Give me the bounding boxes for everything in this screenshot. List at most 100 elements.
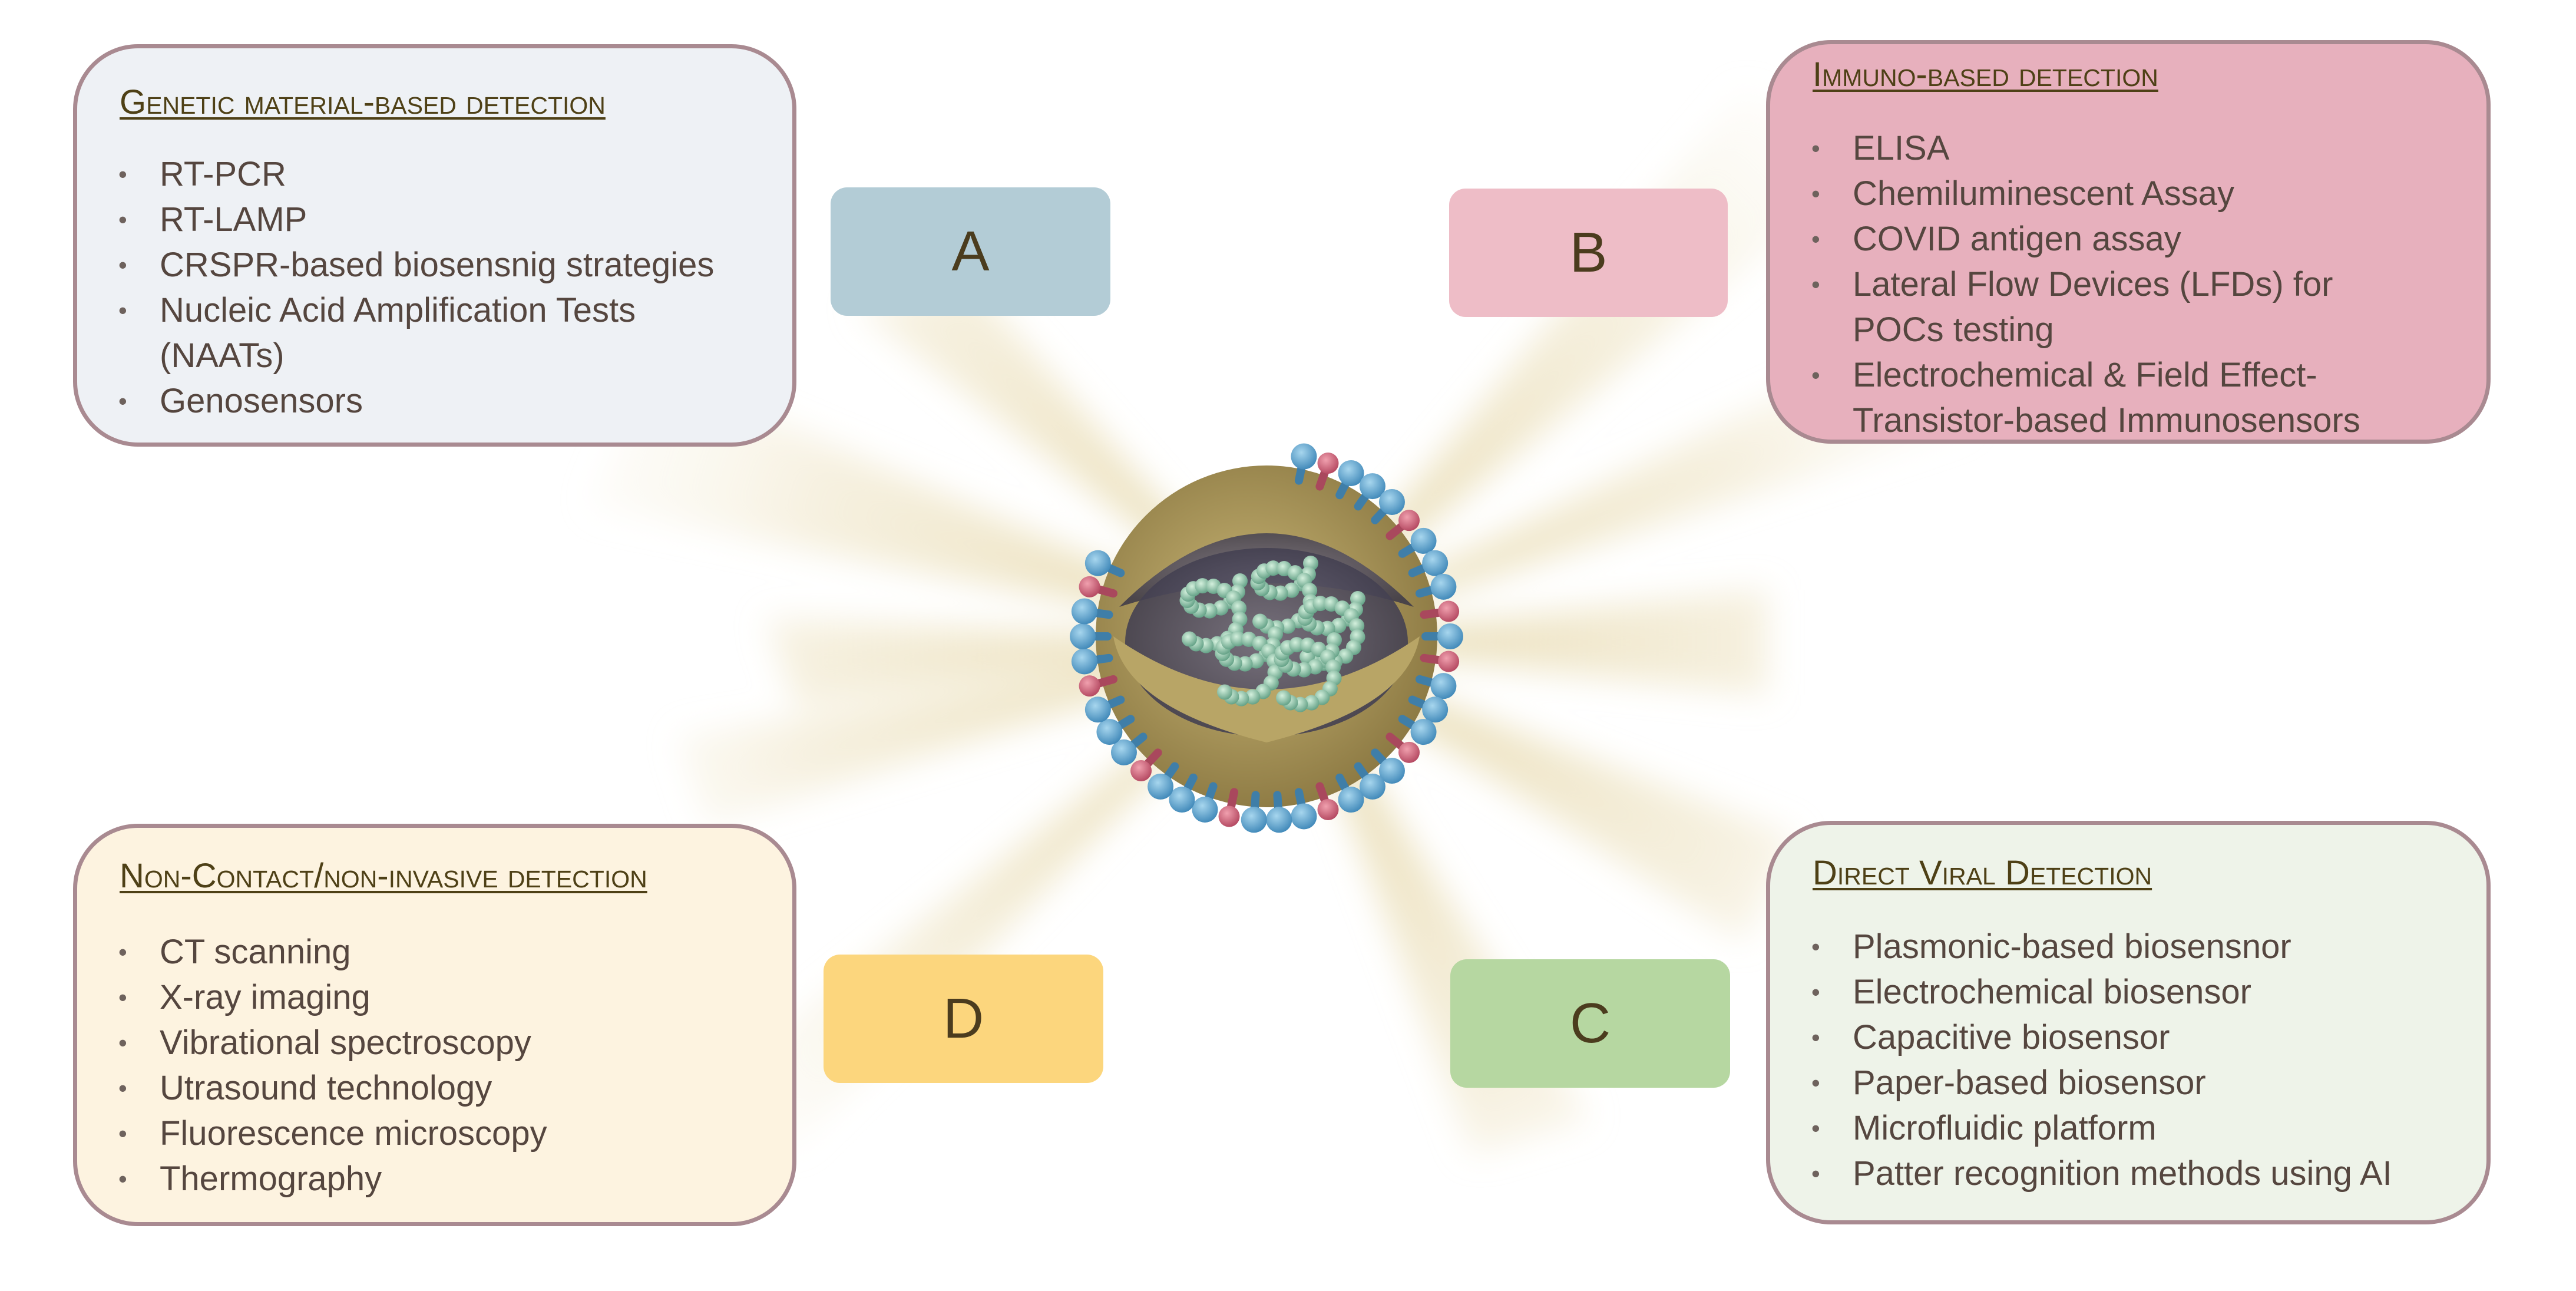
spike-head-red — [1317, 798, 1339, 820]
spike-head-blue — [1338, 787, 1364, 813]
bullet-dot-icon: • — [118, 160, 127, 188]
list-item: •RT-PCR — [118, 151, 714, 197]
letter-box-c: C — [1450, 959, 1730, 1088]
rna-bead — [1302, 583, 1318, 599]
spike-head-blue — [1071, 648, 1097, 675]
spike-head-blue — [1430, 573, 1457, 600]
bullet-dot-icon: • — [1811, 933, 1820, 960]
list-item: •Electrochemical biosensor — [1811, 969, 2392, 1015]
spike-head-blue — [1437, 623, 1463, 649]
list-item: •Nucleic Acid Amplification Tests — [118, 288, 714, 333]
spike-head-blue — [1291, 803, 1317, 830]
list-item: •Microfluidic platform — [1811, 1105, 2392, 1151]
panel-title: Non-Contact/non-invasive detection — [120, 857, 647, 895]
rna-bead — [1195, 578, 1211, 594]
spike-head-blue — [1410, 527, 1437, 554]
list-item: •X-ray imaging — [118, 975, 547, 1020]
list-item: •Genosensors — [118, 378, 714, 424]
bullet-dot-icon: • — [1811, 134, 1820, 162]
ray-right — [1284, 589, 1767, 695]
list-item: •Fluorescence microscopy — [118, 1111, 547, 1156]
rna-bead — [1265, 560, 1281, 576]
list-item: •ELISA — [1811, 126, 2360, 171]
bullet-dot-icon: • — [1811, 1023, 1820, 1051]
rna-bead — [1280, 618, 1296, 634]
spike-head-blue — [1084, 696, 1111, 723]
bullet-dot-icon: • — [1811, 180, 1820, 207]
bullet-dot-icon: • — [1811, 978, 1820, 1006]
list-item: •Vibrational spectroscopy — [118, 1020, 547, 1065]
rna-bead — [1289, 637, 1305, 653]
bullet-dot-icon: • — [118, 1029, 127, 1056]
method-list: •Plasmonic-based biosensnor •Electrochem… — [1811, 924, 2392, 1196]
bullet-dot-icon: • — [1811, 1114, 1820, 1142]
rna-bead — [1349, 618, 1365, 634]
spike-head-red — [1079, 576, 1100, 597]
bullet-dot-icon: • — [1811, 270, 1820, 298]
spike-head-blue — [1378, 488, 1405, 515]
list-item-continuation: Transistor-based Immunosensors — [1853, 401, 2360, 440]
list-item-continuation: POCs testing — [1853, 311, 2054, 349]
spike-head-red — [1438, 600, 1460, 622]
panel-noncontact-detection: Non-Contact/non-invasive detection •CT s… — [73, 824, 796, 1226]
bullet-dot-icon: • — [118, 206, 127, 233]
list-item: •Patter recognition methods using AI — [1811, 1151, 2392, 1196]
spike-head-red — [1398, 510, 1420, 531]
method-list: •ELISA •Chemiluminescent Assay •COVID an… — [1811, 126, 2360, 443]
bullet-dot-icon: • — [1811, 361, 1820, 389]
list-item: •Capacitive biosensor — [1811, 1015, 2392, 1060]
rna-bead — [1231, 600, 1247, 616]
list-item: •CT scanning — [118, 929, 547, 975]
spike-head-blue — [1430, 673, 1457, 699]
spike-head-blue — [1169, 787, 1195, 813]
letter-box-a: A — [831, 187, 1110, 316]
list-item: •Chemiluminescent Assay — [1811, 171, 2360, 216]
spike-head-blue — [1241, 807, 1267, 833]
list-item: •COVID antigen assay — [1811, 216, 2360, 262]
rna-bead — [1325, 659, 1341, 675]
spike-head-red — [1079, 675, 1100, 697]
rna-bead — [1245, 689, 1261, 705]
list-item: •Lateral Flow Devices (LFDs) for — [1811, 262, 2360, 307]
spike-head-blue — [1084, 550, 1111, 576]
spike-head-red — [1398, 741, 1420, 763]
rna-bead — [1312, 596, 1328, 612]
spike-head-blue — [1071, 598, 1097, 625]
rna-bead — [1276, 690, 1292, 706]
spike-head-blue — [1338, 460, 1364, 486]
panel-title: Immuno-based detection — [1813, 55, 2158, 94]
virus-body — [1096, 465, 1437, 807]
bullet-dot-icon: • — [1811, 1069, 1820, 1097]
panel-genetic-detection: Genetic material-based detection •RT-PCR… — [73, 44, 796, 447]
virus-cutaway-icon — [1070, 443, 1463, 833]
spike-head-blue — [1422, 696, 1449, 723]
letter-box-d: D — [824, 955, 1103, 1083]
spike-head-red — [1438, 651, 1460, 672]
bullet-dot-icon: • — [118, 296, 127, 324]
bullet-dot-icon: • — [118, 387, 127, 415]
spike-head-red — [1317, 453, 1339, 474]
panel-immuno-detection: Immuno-based detection •ELISA •Chemilumi… — [1766, 40, 2491, 444]
spike-head-blue — [1410, 719, 1437, 745]
method-list: •RT-PCR •RT-LAMP •CRSPR-based biosensnig… — [118, 151, 714, 424]
bullet-dot-icon: • — [118, 938, 127, 966]
spike-head-blue — [1148, 773, 1174, 800]
spike-head-blue — [1266, 807, 1292, 833]
rna-bead — [1304, 695, 1320, 711]
rna-bead — [1217, 684, 1233, 700]
bullet-dot-icon: • — [1811, 225, 1820, 253]
spike-head-blue — [1422, 550, 1449, 576]
panel-title: Genetic material-based detection — [120, 83, 606, 121]
spike-head-blue — [1378, 758, 1405, 784]
spike-head-blue — [1359, 773, 1385, 800]
bullet-dot-icon: • — [118, 1165, 127, 1193]
list-item: •RT-LAMP — [118, 197, 714, 242]
panel-direct-viral-detection: Direct Viral Detection •Plasmonic-based … — [1766, 821, 2491, 1224]
spike-head-blue — [1192, 796, 1218, 823]
rna-bead — [1252, 613, 1268, 629]
spike-head-blue — [1110, 739, 1137, 765]
spike-head-blue — [1359, 473, 1385, 500]
list-item: •Utrasound technology — [118, 1065, 547, 1111]
letter-box-b: B — [1449, 189, 1728, 317]
